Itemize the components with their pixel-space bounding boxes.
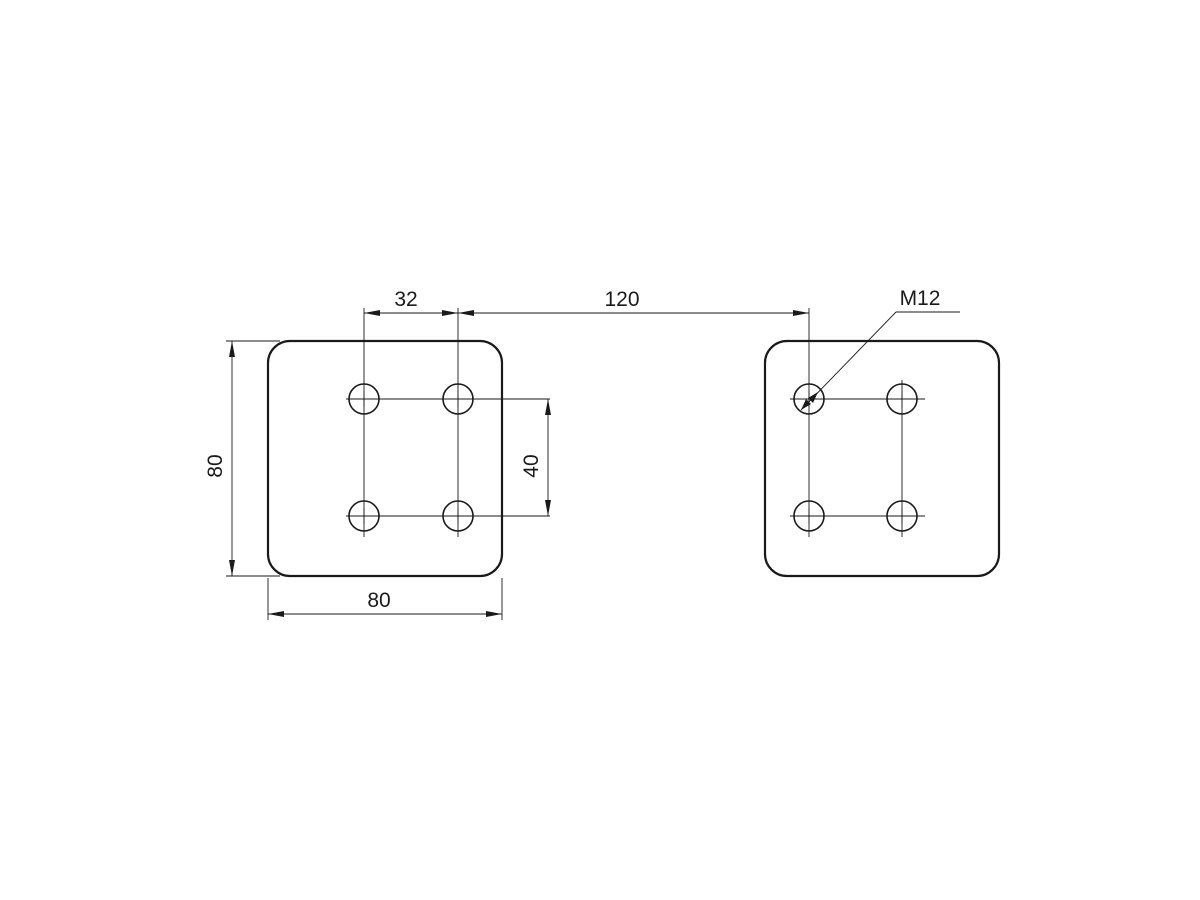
thread-callout: M12 [800,287,960,411]
dimension-label-32: 32 [394,288,417,311]
dimension-label-height-80: 80 [204,454,227,477]
right-plate [763,308,1001,578]
right-plate-centerlines [790,308,925,537]
right-hole-bottom-right [886,500,918,532]
dimension-hole-spacing-y: 40 [520,399,551,516]
right-hole-top-right [886,383,918,415]
left-plate-centerlines [346,308,550,537]
dimension-label-width-80: 80 [367,589,390,612]
left-hole-top-right [442,383,474,415]
left-hole-bottom-left [348,500,380,532]
dimension-plate-width: 80 [267,578,503,620]
dimension-plate-height: 80 [204,340,280,577]
dimension-label-120: 120 [604,288,639,311]
left-plate-outline [266,339,504,578]
dimension-label-40: 40 [520,454,543,477]
dimension-hole-spacing-x: 32 [364,288,458,316]
right-hole-bottom-left [793,500,825,532]
left-plate [266,308,550,578]
callout-label-m12: M12 [900,287,941,310]
dimension-plate-spacing: 120 [458,288,809,316]
right-plate-outline [763,339,1001,578]
left-hole-top-left [348,383,380,415]
left-hole-bottom-right [442,500,474,532]
